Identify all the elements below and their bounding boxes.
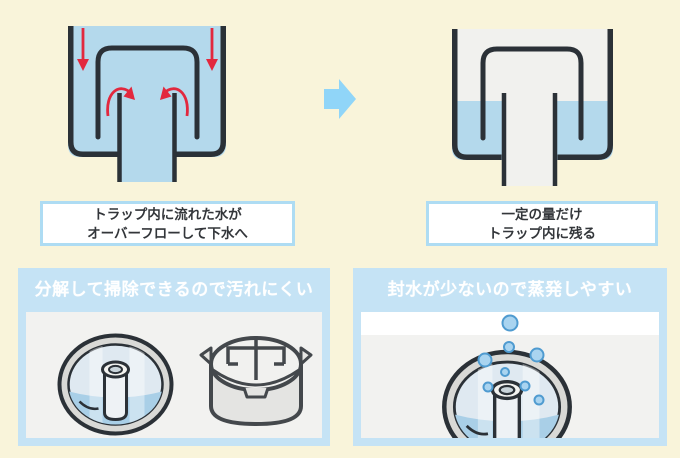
trap-water-fill [68, 26, 226, 182]
trap-overflow-diagram [68, 26, 226, 182]
caption-left-line1: トラップ内に流れた水が [93, 206, 242, 222]
panel-cleanable: 分解して掃除できるので汚れにくい [18, 268, 330, 446]
trap-bell-outline [95, 45, 200, 140]
trap-remaining-diagram [452, 29, 613, 186]
caption-left-line2: オーバーフローして下水へ [87, 225, 248, 241]
drain-parts-illustration [26, 312, 313, 438]
container-wall-left [68, 26, 118, 157]
drain-bowl-illustration [444, 352, 569, 438]
trap-bell-outline [480, 46, 584, 141]
panel-cleanable-illustration-area [26, 312, 322, 438]
right-arrow-icon [324, 79, 356, 119]
panel-cleanable-title: 分解して掃除できるので汚れにくい [34, 280, 314, 299]
container-wall-right [557, 29, 613, 160]
red-curved-arrow-icon [106, 86, 135, 117]
cup-handle-icon [226, 336, 286, 380]
container-wall-left [452, 29, 502, 160]
trap-cup-illustration [199, 336, 313, 427]
drain-bowl-illustration [60, 336, 172, 434]
panel-evaporation-title: 封水が少ないので蒸発しやすい [387, 280, 633, 299]
container-wall-right [176, 26, 226, 157]
caption-right-line2: トラップ内に残る [488, 225, 596, 241]
caption-left: トラップ内に流れた水が オーバーフローして下水へ [40, 201, 295, 246]
panel-evaporation: 封水が少ないので蒸発しやすい [353, 268, 667, 446]
caption-right-line1: 一定の量だけ [501, 206, 583, 222]
red-curved-arrow-icon [160, 86, 189, 117]
standpipe-interior [504, 93, 555, 186]
evaporation-bubble-icon [477, 314, 545, 406]
panel-evaporation-illustration-area [361, 312, 659, 438]
red-down-arrow-icon [77, 28, 89, 71]
evaporation-illustration [361, 312, 659, 438]
caption-right: 一定の量だけ トラップ内に残る [426, 201, 658, 246]
red-down-arrow-icon [206, 28, 218, 71]
